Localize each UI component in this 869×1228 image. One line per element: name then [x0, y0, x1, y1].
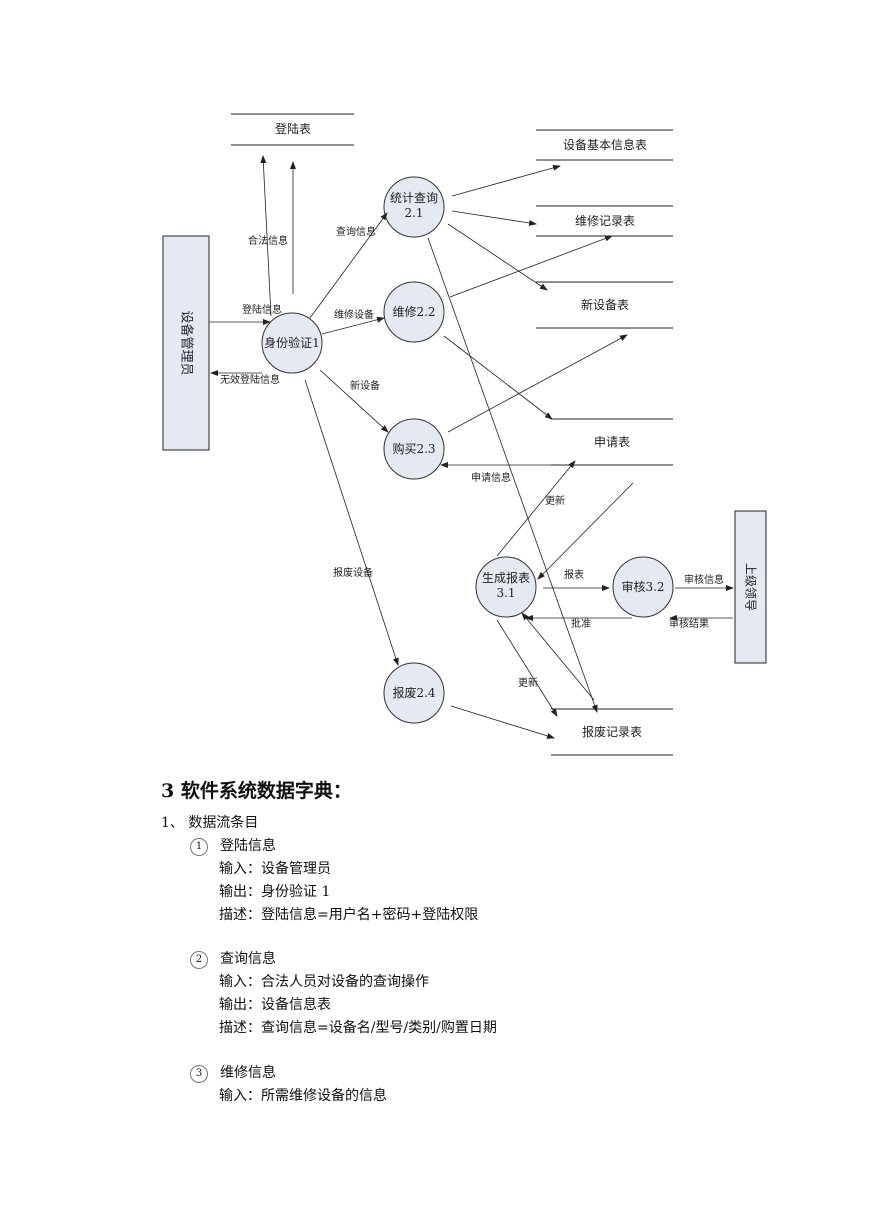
- flow-label: 登陆信息: [242, 303, 282, 316]
- entity-equipment-manager: 设备管理员: [162, 235, 210, 451]
- item-number: 1: [190, 838, 208, 856]
- store-equipment-basic-table: 设备基本信息表: [536, 129, 673, 161]
- flow-update-bottom: [496, 619, 558, 717]
- item-input: 输入：所需维修设备的信息: [219, 1088, 387, 1104]
- store-login-table: 登陆表: [231, 113, 354, 146]
- process-audit: 审核3.2: [612, 556, 674, 618]
- flow-label: 审核信息: [684, 573, 724, 586]
- flow-purchase-to-new-equipment: [447, 334, 628, 433]
- flow-label: 合法信息: [248, 234, 288, 247]
- item-title-text: 维修信息: [220, 1065, 276, 1081]
- process-stat-query: 统计查询 2.1: [383, 176, 445, 238]
- process-scrap: 报废2.4: [383, 662, 445, 724]
- flow-repair-to-application: [443, 335, 553, 420]
- flow-label: 查询信息: [336, 225, 376, 238]
- entity-label: 上级领导: [744, 563, 758, 611]
- store-scrap-record-table: 报废记录表: [551, 708, 673, 756]
- flow-scrap-record-to-report: [521, 612, 595, 701]
- flow-application-to-report: [537, 482, 634, 580]
- item-output: 输出：设备信息表: [219, 997, 331, 1013]
- item-input: 输入：设备管理员: [219, 861, 331, 877]
- flow-label: 更新: [545, 494, 565, 507]
- flow-query-to-basic: [451, 164, 561, 197]
- flow-query-info: [309, 212, 388, 319]
- flow-repair-to-repair-record: [449, 235, 613, 298]
- flow-label: 维修设备: [334, 308, 374, 321]
- data-flow-diagram: 登陆表 设备基本信息表 维修记录表 新设备表 申请表 报废记录表 设备管理员 上…: [162, 113, 767, 756]
- dataflow-item-title: 2 查询信息: [190, 948, 276, 969]
- flow-query-to-scrap-record: [427, 237, 598, 713]
- process-label: 购买2.3: [392, 441, 435, 456]
- dataflow-item-title: 3 维修信息: [190, 1062, 276, 1083]
- flow-new-equipment: [319, 369, 389, 433]
- flow-legal-info: [260, 155, 272, 317]
- process-generate-report: 生成报表 3.1: [475, 556, 537, 618]
- process-label: 3.1: [496, 586, 515, 600]
- process-label: 维修2.2: [392, 304, 435, 319]
- store-repair-record-table: 维修记录表: [536, 205, 673, 237]
- store-label: 申请表: [594, 435, 630, 449]
- flow-label: 审核结果: [669, 617, 709, 630]
- entity-superior-leader: 上级领导: [734, 510, 767, 664]
- flow-scrap-to-scrap-record: [450, 705, 555, 739]
- flow-label: 申请信息: [471, 471, 511, 484]
- item-description: 描述：登陆信息=用户名+密码+登陆权限: [219, 907, 479, 923]
- process-label: 统计查询: [390, 191, 438, 205]
- section-heading: 3 软件系统数据字典：: [161, 780, 352, 802]
- process-label: 身份验证1: [264, 335, 320, 350]
- item-number: 3: [190, 1065, 208, 1083]
- store-label: 维修记录表: [575, 213, 635, 228]
- store-application-table: 申请表: [551, 418, 673, 466]
- flow-label: 批准: [571, 617, 591, 630]
- process-identity-check: 身份验证1: [261, 312, 323, 374]
- flow-label: 报废设备: [333, 566, 373, 579]
- flow-label: 报表: [564, 568, 584, 581]
- flow-repair-equipment: [321, 316, 385, 335]
- item-title-text: 登陆信息: [220, 838, 276, 854]
- process-repair: 维修2.2: [383, 281, 445, 343]
- process-label: 2.1: [404, 206, 423, 220]
- store-label: 报废记录表: [582, 724, 642, 739]
- process-purchase: 购买2.3: [383, 418, 445, 480]
- process-label: 审核3.2: [621, 579, 664, 594]
- flow-query-to-repair-record: [451, 210, 537, 226]
- item-input: 输入：合法人员对设备的查询操作: [219, 974, 429, 990]
- item-number: 2: [190, 951, 208, 969]
- store-label: 新设备表: [581, 297, 629, 312]
- process-label: 报废2.4: [392, 685, 435, 700]
- process-label: 生成报表: [482, 570, 530, 585]
- dataflow-item-title: 1 登陆信息: [190, 835, 276, 856]
- item-output: 输出：身份验证 1: [219, 884, 331, 900]
- store-label: 登陆表: [275, 121, 311, 136]
- flow-label: 更新: [518, 676, 538, 689]
- store-new-equipment-table: 新设备表: [536, 281, 673, 329]
- entity-label: 设备管理员: [179, 310, 195, 375]
- flow-update-top: [496, 460, 576, 557]
- store-label: 设备基本信息表: [563, 137, 647, 152]
- subsection-title: 1、 数据流条目: [161, 815, 259, 831]
- flow-query-to-new-equipment: [447, 223, 548, 291]
- flow-scrap-equipment: [304, 379, 399, 666]
- flow-label: 新设备: [350, 379, 380, 392]
- item-title-text: 查询信息: [220, 951, 276, 967]
- flow-label: 无效登陆信息: [220, 373, 280, 386]
- item-description: 描述：查询信息=设备名/型号/类别/购置日期: [219, 1020, 497, 1036]
